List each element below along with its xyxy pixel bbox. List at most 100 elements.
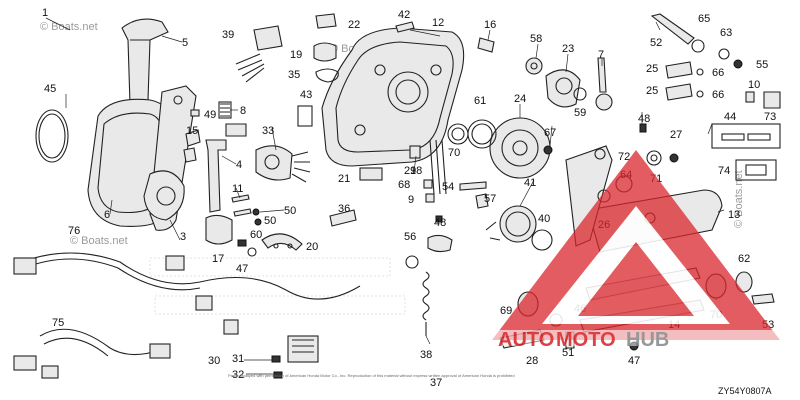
part-washer-59 — [573, 87, 587, 101]
part-wire-harness-76 — [13, 252, 361, 335]
callout-12: 12 — [432, 17, 444, 29]
part-clip-60 — [237, 239, 257, 257]
part-bushing-56 — [405, 234, 453, 269]
part-clip-68 — [423, 179, 433, 189]
part-gasket-35 — [315, 68, 339, 83]
callout-6: 6 — [104, 209, 110, 221]
callout-24: 24 — [514, 93, 526, 105]
part-label-74 — [735, 159, 777, 181]
part-switch-18b — [409, 145, 421, 159]
part-plate-4 — [205, 139, 227, 213]
callout-43: 43 — [300, 89, 312, 101]
part-nut-67 — [543, 145, 553, 155]
part-screw-48-mid — [435, 215, 443, 223]
callout-29: 29 — [404, 165, 416, 177]
part-clip-10 — [745, 91, 755, 103]
part-grommet-58 — [525, 57, 543, 75]
callout-73: 73 — [764, 111, 776, 123]
part-trim-meter — [485, 205, 553, 251]
part-wire-harness-75 — [13, 328, 171, 379]
part-connector-21 — [359, 167, 383, 181]
part-ring-70-top — [447, 123, 469, 145]
leader-lines — [45, 17, 725, 375]
callout-69: 69 — [500, 305, 512, 317]
callout-63: 63 — [720, 27, 732, 39]
part-clamp-36 — [329, 209, 357, 227]
part-relay-39 — [235, 25, 283, 83]
logo-text-moto: MOTO — [556, 329, 616, 351]
callout-75: 75 — [52, 317, 64, 329]
part-switch-19 — [313, 42, 337, 62]
callout-40: 40 — [538, 213, 550, 225]
callout-5: 5 — [182, 37, 188, 49]
part-label-43 — [297, 105, 313, 127]
part-switch-18 — [225, 123, 247, 137]
part-arc-bracket — [261, 233, 303, 251]
part-bolt-16 — [477, 37, 495, 53]
watermark-mid-left: © Boats.net — [70, 235, 128, 247]
callout-62: 62 — [738, 253, 750, 265]
callout-65: 65 — [698, 13, 710, 25]
part-washer-72-71 — [646, 150, 662, 166]
callout-58: 58 — [530, 33, 542, 45]
part-washer-63 — [718, 48, 730, 60]
part-control-lever-arm — [143, 85, 197, 231]
part-clip-25-upper — [665, 61, 704, 79]
logo-text-hub: HUB — [626, 329, 669, 351]
callout-19: 19 — [290, 49, 302, 61]
part-screw-48-right — [639, 123, 647, 133]
callout-50-a: 50 — [284, 205, 296, 217]
callout-59: 59 — [574, 107, 586, 119]
callout-55: 55 — [756, 59, 768, 71]
callout-16: 16 — [484, 19, 496, 31]
callout-22: 22 — [348, 19, 360, 31]
callout-74: 74 — [718, 165, 730, 177]
callout-35: 35 — [288, 69, 300, 81]
callout-28: 28 — [526, 355, 538, 367]
callout-45: 45 — [44, 83, 56, 95]
diagram-code: ZY54Y0807A — [718, 386, 772, 396]
callout-18: 18 — [410, 165, 422, 177]
part-clip-25-lower — [665, 83, 704, 101]
part-screw-31-32 — [271, 355, 283, 379]
callout-33: 33 — [262, 125, 274, 137]
callout-56: 56 — [404, 231, 416, 243]
callout-15: 15 — [186, 125, 198, 137]
callout-76: 76 — [68, 225, 80, 237]
callout-27: 27 — [670, 129, 682, 141]
callout-9: 9 — [408, 194, 414, 206]
callout-72: 72 — [618, 151, 630, 163]
callout-41: 41 — [524, 177, 536, 189]
callout-25-lower: 25 — [646, 85, 658, 97]
callout-11: 11 — [232, 183, 243, 195]
callout-7: 7 — [598, 49, 604, 61]
part-clip-9 — [425, 193, 435, 203]
callout-25-upper: 25 — [646, 63, 658, 75]
watermark-right: © Boats.net — [733, 170, 745, 228]
callout-66-lower: 66 — [712, 89, 724, 101]
part-lanyard — [422, 271, 430, 336]
copyright-fine-print: Page displayed with permission of Americ… — [228, 373, 515, 378]
part-screw-49 — [190, 109, 200, 117]
part-bolt-53 — [751, 293, 775, 305]
callout-47-lower: 47 — [628, 355, 640, 367]
part-drum-gear — [489, 117, 551, 179]
callout-61: 61 — [474, 95, 486, 107]
callout-32: 32 — [232, 369, 244, 381]
callout-60: 60 — [250, 229, 262, 241]
callout-21: 21 — [338, 173, 350, 185]
part-link-7 — [595, 57, 613, 111]
callout-13: 13 — [728, 209, 740, 221]
part-lever-handle — [121, 18, 169, 105]
callout-8: 8 — [240, 105, 246, 117]
part-cap-22 — [315, 13, 337, 29]
callout-67: 67 — [544, 127, 556, 139]
part-wire-bundle — [429, 139, 447, 195]
callout-23: 23 — [562, 43, 574, 55]
part-bolt-54 — [459, 181, 487, 191]
part-ring-61 — [467, 119, 497, 149]
callout-48-right: 48 — [638, 113, 650, 125]
callout-4: 4 — [236, 159, 242, 171]
